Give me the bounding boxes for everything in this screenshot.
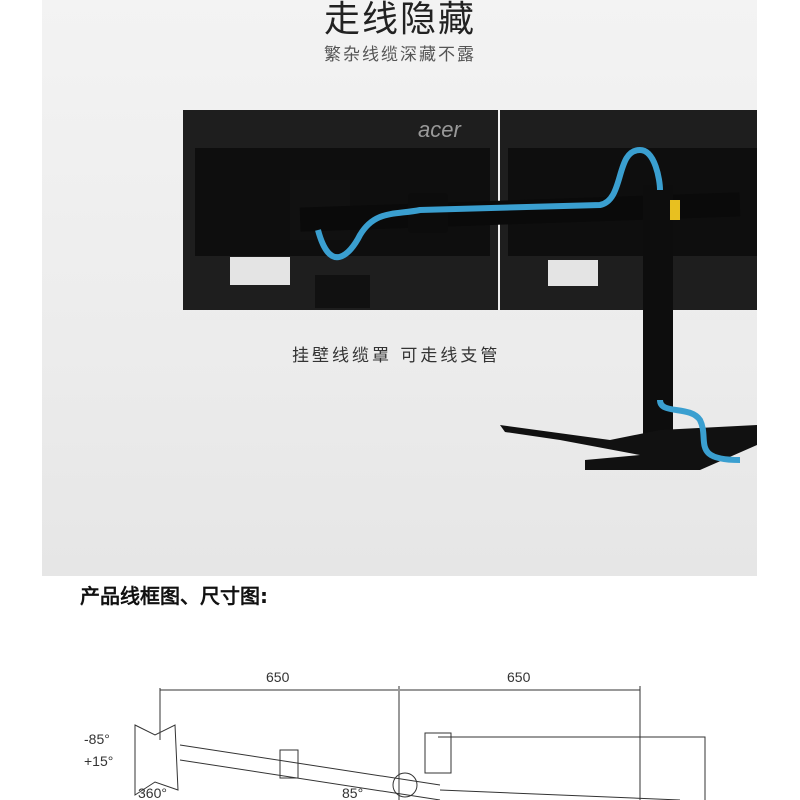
swivel-label: 85°: [342, 785, 363, 800]
base: [500, 425, 757, 470]
section-title: 产品线框图、尺寸图:: [80, 584, 268, 608]
rotation-label: 360°: [138, 785, 167, 800]
support-pole: [643, 185, 673, 465]
feature-caption: 挂壁线缆罩 可走线支管: [292, 346, 501, 366]
tilt-down-label: -85°: [84, 731, 110, 747]
dimension-right: 650: [507, 669, 531, 685]
hero-subtitle: 繁杂线缆深藏不露: [324, 45, 476, 65]
dimension-left: 650: [266, 669, 290, 685]
tilt-up-label: +15°: [84, 753, 113, 769]
dimension-diagram: [134, 686, 706, 800]
cable: [315, 146, 741, 463]
hero-title: 走线隐藏: [323, 0, 476, 40]
brand-logo: acer: [418, 117, 462, 142]
